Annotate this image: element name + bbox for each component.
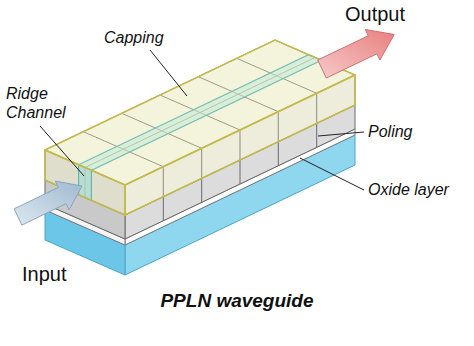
leader-lines xyxy=(40,50,364,190)
caption-holder: PPLN waveguide xyxy=(0,290,474,313)
oxide-label: Oxide layer xyxy=(368,180,449,199)
label-holder: Output xyxy=(345,2,405,26)
input-arrow xyxy=(14,181,82,225)
label-holder: Input xyxy=(22,262,66,286)
ridge-label: Ridge Channel xyxy=(6,84,72,122)
label-holder: Oxide layer xyxy=(368,180,449,199)
capping-label: Capping xyxy=(104,28,164,47)
input-label: Input xyxy=(22,262,66,286)
label-holder: Ridge Channel xyxy=(6,84,72,122)
output-arrow xyxy=(318,30,395,79)
figure-caption: PPLN waveguide xyxy=(0,290,474,313)
label-holder: Capping xyxy=(104,28,164,47)
label-holder: Poling xyxy=(368,122,412,141)
capping-front xyxy=(125,75,355,215)
output-label: Output xyxy=(345,2,405,26)
poling-label: Poling xyxy=(368,122,412,141)
